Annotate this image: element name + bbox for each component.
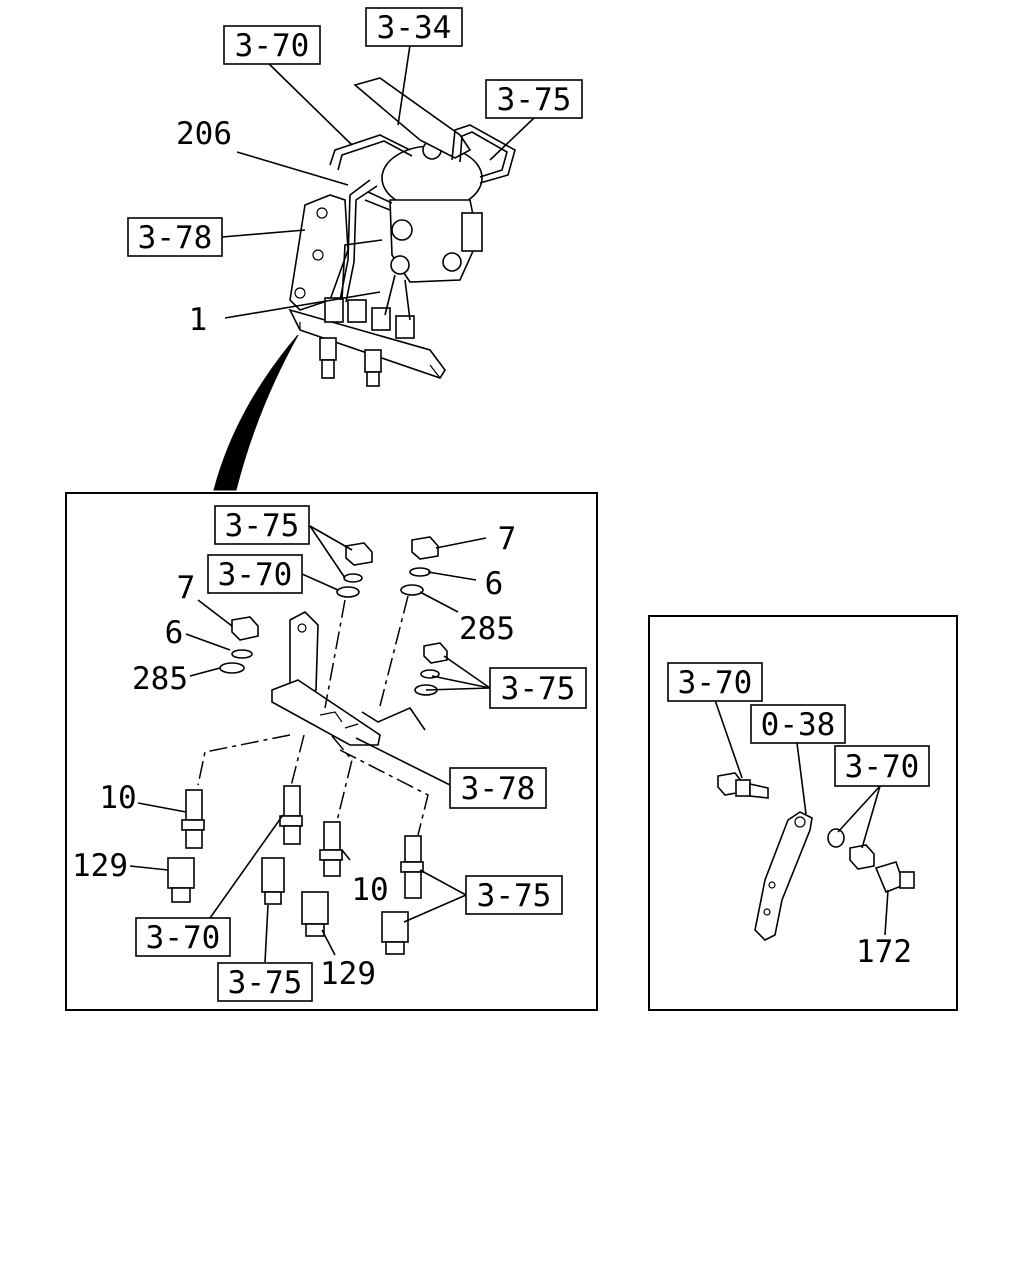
detail-callout-3-70-b: 3-70 (135, 917, 231, 957)
detail-bracket (271, 611, 381, 746)
top-leader-lines (221, 44, 535, 319)
pump-assembly (288, 77, 516, 387)
detail-callout-3-75-b-text: 3-75 (501, 671, 576, 707)
detail-callout-3-75-b: 3-75 (489, 667, 587, 709)
detail-callout-3-75-a: 3-75 (214, 505, 310, 545)
right-leader-lines (714, 699, 889, 936)
callout-3-34-text: 3-34 (377, 10, 452, 46)
detail-callout-285-right: 285 (459, 611, 515, 647)
detail-nuts-left (219, 542, 373, 674)
detail-callout-3-75-c-text: 3-75 (477, 878, 552, 914)
detail-callout-129-mid: 129 (320, 956, 376, 992)
right-detail-parts (717, 772, 915, 941)
detail-callout-129-left: 129 (72, 848, 128, 884)
callout-3-75-top: 3-75 (485, 79, 583, 119)
right-callout-3-70-b-text: 3-70 (845, 749, 920, 785)
detail-centerlines (197, 595, 429, 836)
callout-3-75-top-text: 3-75 (497, 82, 572, 118)
right-callout-0-38: 0-38 (750, 704, 846, 744)
callout-3-78-top: 3-78 (127, 217, 223, 257)
detail-callout-7-right: 7 (498, 521, 517, 557)
callout-3-70-top-text: 3-70 (235, 28, 310, 64)
callout-3-70-top: 3-70 (223, 25, 321, 65)
detail-callout-3-75-c: 3-75 (465, 875, 563, 915)
callout-1: 1 (189, 302, 208, 338)
detail-callout-3-75-d-text: 3-75 (228, 965, 303, 1001)
right-callout-3-70-a-text: 3-70 (678, 665, 753, 701)
detail-callout-3-78: 3-78 (449, 767, 547, 809)
detail-callout-6-right: 6 (485, 566, 504, 602)
detail-callout-6-left: 6 (165, 615, 184, 651)
right-callout-3-70-a: 3-70 (667, 662, 763, 702)
detail-callout-10-mid: 10 (351, 872, 388, 908)
detail-callout-3-75-a-text: 3-75 (225, 508, 300, 544)
detail-callout-3-70-a: 3-70 (207, 554, 303, 594)
detail-frame-right (648, 615, 958, 1011)
detail-callout-3-75-d: 3-75 (217, 962, 313, 1002)
detail-callout-10-left: 10 (99, 780, 136, 816)
callout-206: 206 (176, 116, 232, 152)
detail-callout-7-left: 7 (177, 570, 196, 606)
right-callout-172: 172 (856, 934, 912, 970)
callout-3-78-top-text: 3-78 (138, 220, 213, 256)
right-callout-3-70-b: 3-70 (834, 745, 930, 787)
detail-leader-lines (129, 525, 491, 963)
detail-connector-arrow (213, 334, 299, 491)
detail-callout-285-left: 285 (132, 661, 188, 697)
detail-callout-3-78-text: 3-78 (461, 771, 536, 807)
detail-callout-3-70-b-text: 3-70 (146, 920, 221, 956)
detail-frame-left (65, 492, 598, 1011)
right-callout-0-38-text: 0-38 (761, 707, 836, 743)
detail-callout-3-70-a-text: 3-70 (218, 557, 293, 593)
detail-nuts-right (400, 536, 448, 696)
detail-fittings (167, 785, 424, 955)
callout-3-34: 3-34 (365, 7, 463, 47)
